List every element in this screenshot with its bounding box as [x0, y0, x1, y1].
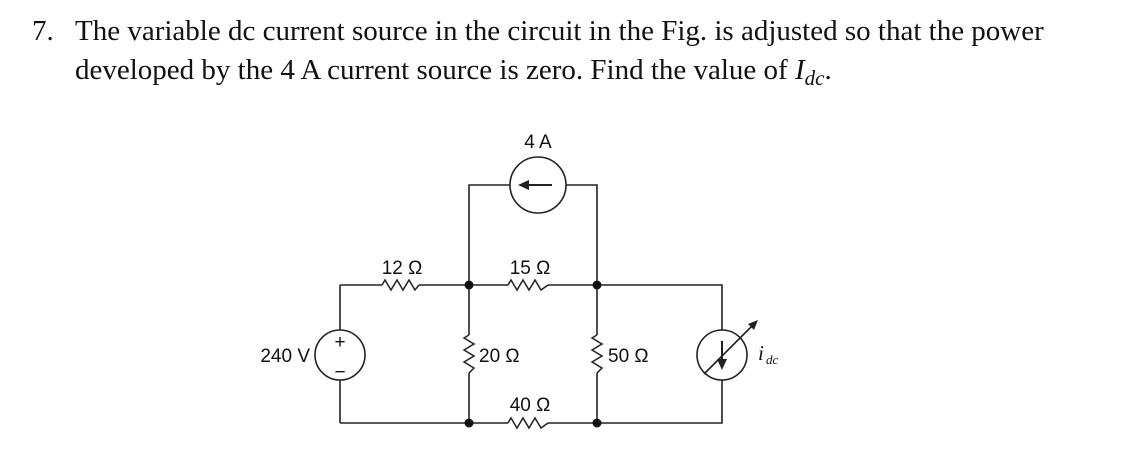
junction-dots [464, 280, 602, 428]
label-40-ohm: 40 Ω [510, 395, 551, 416]
label-idc: i [758, 341, 764, 365]
arrow-down-icon [717, 359, 727, 370]
label-50-ohm: 50 Ω [608, 346, 649, 367]
idc-variable-subscript: dc [804, 66, 825, 90]
circuit-wires [339, 184, 723, 424]
label-15-ohm: 15 Ω [510, 258, 551, 279]
resistor-40-ohm [507, 416, 549, 430]
resistor-50-ohm [590, 334, 604, 374]
resistor-12-ohm [381, 278, 420, 292]
label-240v: 240 V [260, 346, 310, 367]
junction-dot [592, 280, 602, 290]
variable-current-source-idc [696, 320, 758, 381]
problem-statement: 7. The variable dc current source in the… [32, 12, 1122, 98]
label-idc-subscript: dc [766, 352, 779, 367]
voltage-source-240v: + − [314, 329, 366, 383]
junction-dot [464, 280, 474, 290]
idc-variable: I [794, 54, 805, 86]
problem-text-body: The variable dc current source in the ci… [75, 15, 1044, 86]
junction-dot [592, 418, 602, 428]
voltage-minus-sign: − [334, 362, 345, 383]
resistor-20-ohm [462, 334, 476, 374]
problem-number: 7. [32, 15, 54, 47]
variable-arrow-line [703, 325, 753, 375]
current-source-4a [509, 156, 567, 214]
variable-arrow-icon [748, 320, 758, 330]
resistor-15-ohm [507, 278, 549, 292]
label-4a: 4 A [524, 132, 552, 153]
junction-dot [464, 418, 474, 428]
label-20-ohm: 20 Ω [479, 346, 520, 367]
problem-text: The variable dc current source in the ci… [75, 12, 1122, 98]
problem-period: . [824, 54, 832, 86]
arrow-left-icon [518, 180, 529, 190]
voltage-plus-sign: + [334, 332, 345, 353]
label-12-ohm: 12 Ω [382, 258, 423, 279]
